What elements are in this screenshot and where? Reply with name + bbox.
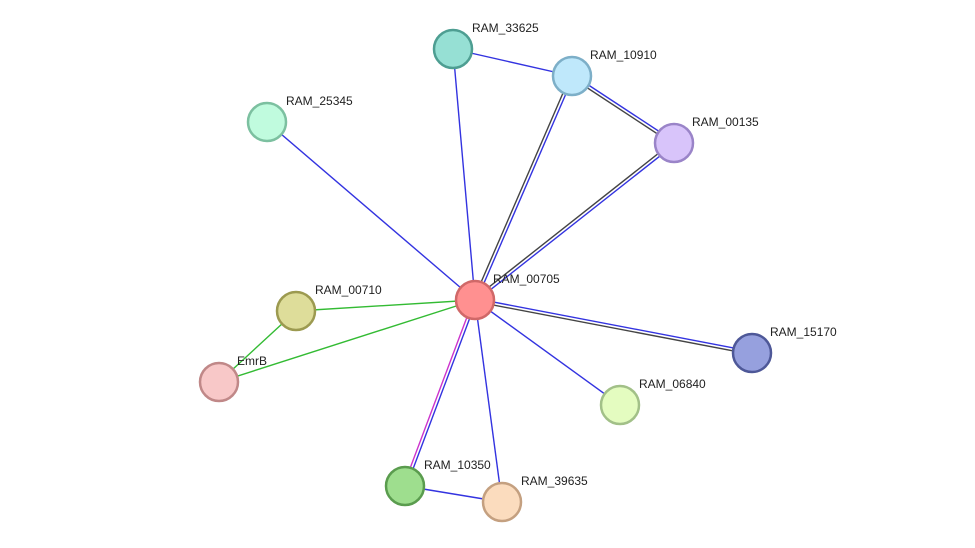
node-label: RAM_06840 xyxy=(639,377,706,391)
edge-line xyxy=(452,48,573,77)
edge-line xyxy=(295,299,476,312)
node-RAM_10910[interactable]: RAM_10910 xyxy=(551,48,657,97)
edge-line xyxy=(402,299,475,486)
node-circle[interactable] xyxy=(246,101,288,143)
node-circle[interactable] xyxy=(731,332,773,374)
node-RAM_06840[interactable]: RAM_06840 xyxy=(599,377,706,426)
edge-line xyxy=(572,74,676,143)
node-RAM_10350[interactable]: RAM_10350 xyxy=(384,458,491,507)
edge-line xyxy=(474,300,752,356)
edge-RAM_00705-RAM_06840 xyxy=(474,299,621,406)
node-circle[interactable] xyxy=(653,122,695,164)
node-label: RAM_10910 xyxy=(590,48,657,62)
edge-RAM_33625-RAM_10910 xyxy=(452,48,573,77)
edge-line xyxy=(405,300,478,487)
node-label: RAM_00705 xyxy=(493,272,560,286)
edge-RAM_00705-RAM_10350 xyxy=(402,299,478,487)
node-circle[interactable] xyxy=(481,481,523,523)
node-label: RAM_33625 xyxy=(472,21,539,35)
node-label: EmrB xyxy=(237,354,267,368)
node-circle[interactable] xyxy=(454,279,496,321)
edge-line xyxy=(475,76,575,301)
edge-RAM_10910-RAM_00135 xyxy=(570,74,676,145)
node-RAM_39635[interactable]: RAM_39635 xyxy=(481,474,588,523)
node-circle[interactable] xyxy=(551,55,593,97)
node-label: RAM_00135 xyxy=(692,115,759,129)
node-label: RAM_15170 xyxy=(770,325,837,339)
node-circle[interactable] xyxy=(432,28,474,70)
edge-RAM_33625-RAM_00705 xyxy=(452,48,476,301)
edges-layer xyxy=(218,48,753,503)
edge-RAM_00705-RAM_15170 xyxy=(474,297,753,356)
node-label: RAM_25345 xyxy=(286,94,353,108)
node-RAM_00705[interactable]: RAM_00705 xyxy=(454,272,560,321)
edge-line xyxy=(475,143,676,302)
node-circle[interactable] xyxy=(384,465,426,507)
edge-RAM_25345-RAM_00705 xyxy=(266,121,476,301)
edge-line xyxy=(452,48,476,301)
edge-line xyxy=(474,299,503,503)
node-circle[interactable] xyxy=(198,361,240,403)
edge-RAM_10910-RAM_00705 xyxy=(472,75,575,301)
edge-line xyxy=(218,299,476,383)
edge-line xyxy=(474,299,621,406)
node-label: RAM_10350 xyxy=(424,458,491,472)
edge-RAM_00705-RAM_39635 xyxy=(474,299,503,503)
node-RAM_25345[interactable]: RAM_25345 xyxy=(246,94,353,143)
node-RAM_00710[interactable]: RAM_00710 xyxy=(275,283,382,332)
node-RAM_33625[interactable]: RAM_33625 xyxy=(432,21,539,70)
node-label: RAM_00710 xyxy=(315,283,382,297)
node-circle[interactable] xyxy=(599,384,641,426)
edge-line xyxy=(473,141,674,300)
node-RAM_00135[interactable]: RAM_00135 xyxy=(653,115,759,164)
edge-EmrB-RAM_00705 xyxy=(218,299,476,383)
nodes-layer: RAM_00705RAM_33625RAM_10910RAM_00135RAM_… xyxy=(198,21,837,523)
node-RAM_15170[interactable]: RAM_15170 xyxy=(731,325,837,374)
edge-line xyxy=(472,75,572,300)
node-EmrB[interactable]: EmrB xyxy=(198,354,267,403)
edge-RAM_00135-RAM_00705 xyxy=(473,141,676,302)
edge-line xyxy=(570,76,674,145)
node-label: RAM_39635 xyxy=(521,474,588,488)
edge-line xyxy=(266,121,476,301)
node-circle[interactable] xyxy=(275,290,317,332)
edge-line xyxy=(475,297,753,353)
edge-RAM_00710-RAM_00705 xyxy=(295,299,476,312)
